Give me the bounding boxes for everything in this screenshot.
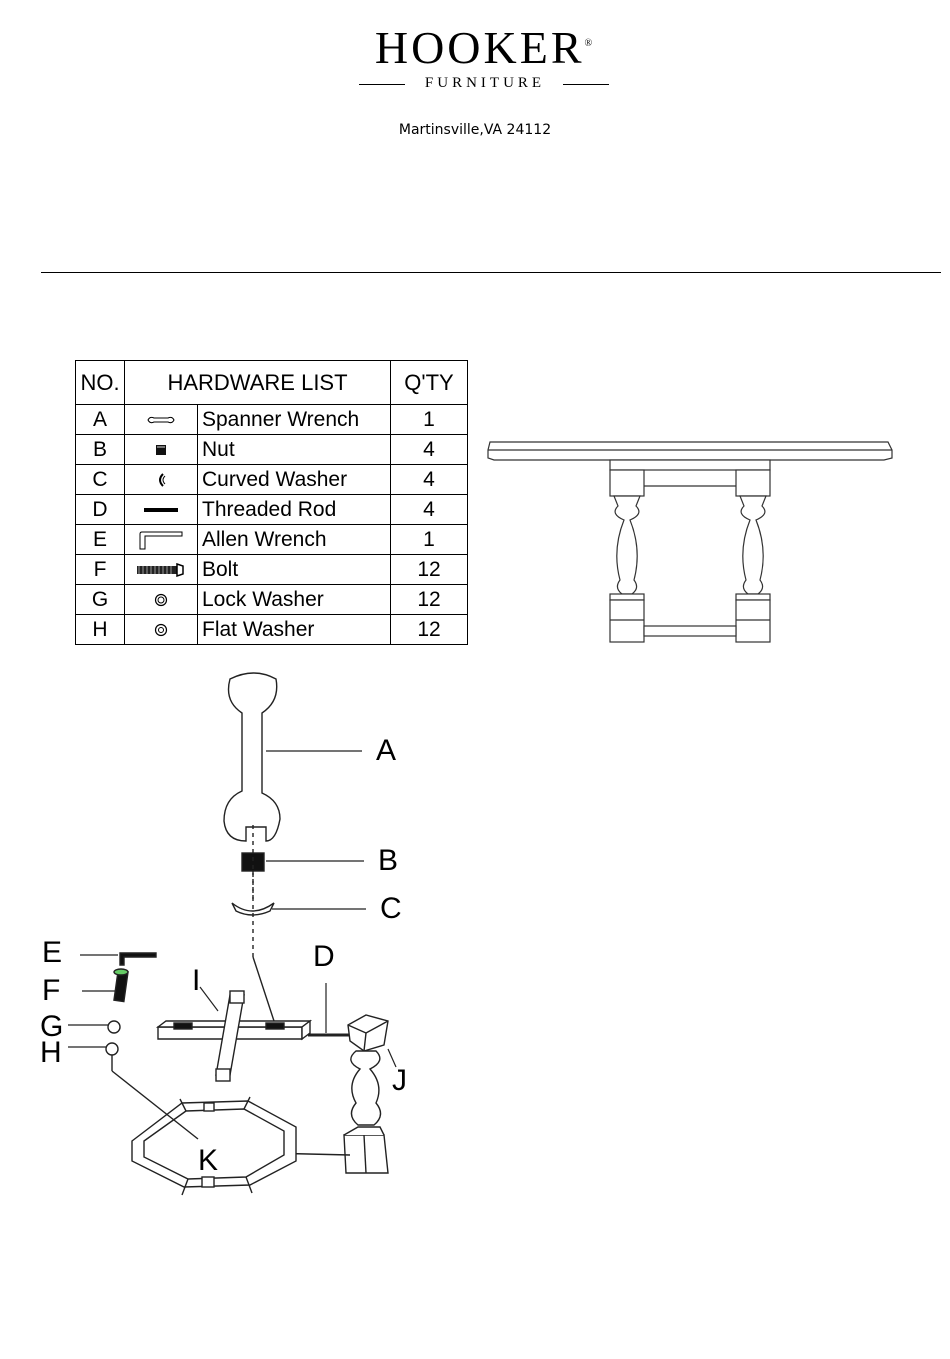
- row-qty: 4: [391, 435, 468, 465]
- table-row: F Bolt 12: [76, 555, 468, 585]
- allen-wrench-part: [120, 953, 156, 965]
- brand-logo: HOOKER® FURNITURE: [355, 24, 615, 94]
- label-d: D: [313, 942, 335, 972]
- flat-washer-part: [106, 1043, 118, 1055]
- spanner-wrench-part: [224, 673, 280, 841]
- row-qty: 12: [391, 585, 468, 615]
- nut-icon: [154, 444, 168, 456]
- brand-subtitle: FURNITURE: [355, 74, 615, 94]
- row-no: H: [76, 615, 125, 645]
- row-no: D: [76, 495, 125, 525]
- row-no: C: [76, 465, 125, 495]
- brand-name: HOOKER®: [355, 24, 615, 72]
- table-row: C Curved Washer 4: [76, 465, 468, 495]
- allen-wrench-icon: [138, 530, 184, 550]
- row-name: Flat Washer: [198, 615, 391, 645]
- table-row: E Allen Wrench 1: [76, 525, 468, 555]
- threaded-rod-icon: [143, 507, 179, 513]
- table-row: B Nut 4: [76, 435, 468, 465]
- row-qty: 1: [391, 525, 468, 555]
- row-name: Spanner Wrench: [198, 405, 391, 435]
- label-e: E: [42, 938, 62, 968]
- label-c: C: [380, 894, 402, 924]
- header-qty: Q'TY: [391, 361, 468, 405]
- header-divider: [41, 272, 941, 273]
- row-no: F: [76, 555, 125, 585]
- table-row: G Lock Washer 12: [76, 585, 468, 615]
- row-name: Curved Washer: [198, 465, 391, 495]
- header-hardware-list: HARDWARE LIST: [125, 361, 391, 405]
- row-name: Threaded Rod: [198, 495, 391, 525]
- row-name: Bolt: [198, 555, 391, 585]
- hardware-list-table: NO. HARDWARE LIST Q'TY A Spanner Wrench …: [75, 360, 468, 645]
- lock-washer-part: [108, 1021, 120, 1033]
- row-qty: 4: [391, 465, 468, 495]
- row-qty: 1: [391, 405, 468, 435]
- bolt-icon: [135, 563, 187, 577]
- label-b: B: [378, 846, 398, 876]
- curved-washer-icon: [155, 473, 167, 487]
- leg-part: [344, 1015, 388, 1173]
- corner-bracket-part: [158, 991, 310, 1081]
- table-row: D Threaded Rod 4: [76, 495, 468, 525]
- row-qty: 4: [391, 495, 468, 525]
- row-name: Lock Washer: [198, 585, 391, 615]
- table-row: H Flat Washer 12: [76, 615, 468, 645]
- row-qty: 12: [391, 555, 468, 585]
- row-qty: 12: [391, 615, 468, 645]
- table-row: A Spanner Wrench 1: [76, 405, 468, 435]
- row-name: Allen Wrench: [198, 525, 391, 555]
- row-no: E: [76, 525, 125, 555]
- row-no: G: [76, 585, 125, 615]
- label-i: I: [192, 966, 200, 996]
- label-a: A: [376, 736, 396, 766]
- flat-washer-icon: [154, 623, 168, 637]
- company-address: Martinsville,VA 24112: [0, 122, 950, 138]
- left-leg: [610, 470, 644, 642]
- row-no: B: [76, 435, 125, 465]
- row-no: A: [76, 405, 125, 435]
- label-h: H: [40, 1038, 62, 1068]
- registered-mark: ®: [585, 38, 596, 49]
- right-leg: [736, 470, 770, 642]
- row-name: Nut: [198, 435, 391, 465]
- spanner-wrench-icon: [146, 415, 176, 425]
- header-no: NO.: [76, 361, 125, 405]
- label-j: J: [392, 1066, 407, 1096]
- table-header-row: NO. HARDWARE LIST Q'TY: [76, 361, 468, 405]
- label-k: K: [198, 1146, 218, 1176]
- lock-washer-icon: [154, 593, 168, 607]
- assembled-table-drawing: [480, 430, 900, 650]
- label-f: F: [42, 976, 60, 1006]
